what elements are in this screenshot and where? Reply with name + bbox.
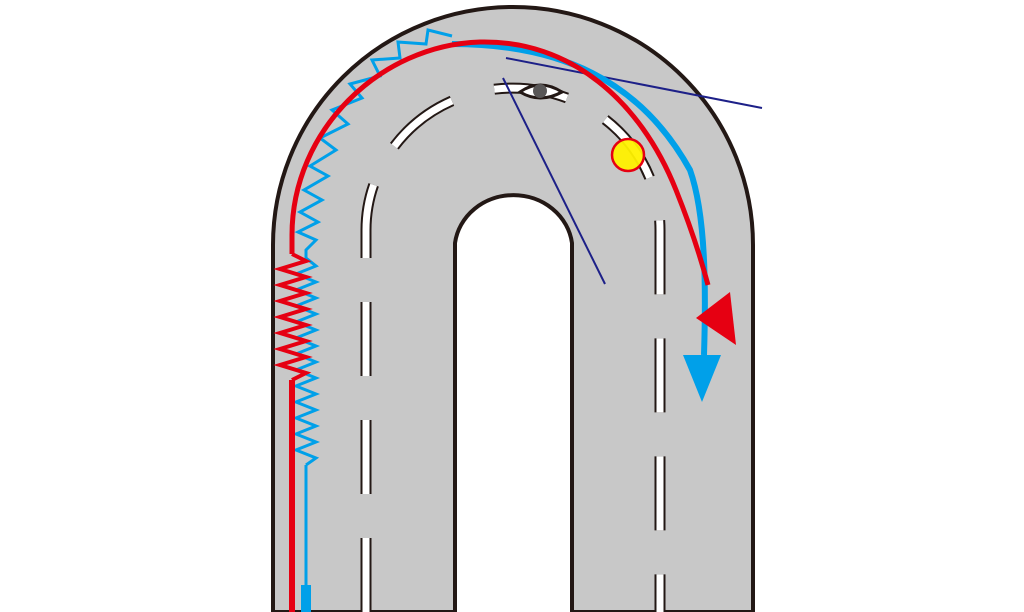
red-line-curve xyxy=(289,39,711,286)
sight-line-short xyxy=(502,77,606,285)
eye-iris xyxy=(533,84,547,98)
lane-center-line-fill xyxy=(362,84,664,612)
red-driving-line xyxy=(273,39,736,612)
lane-dashes xyxy=(362,84,664,612)
blue-arrowhead xyxy=(683,355,721,402)
red-arrowhead xyxy=(696,292,736,345)
sight-line-long xyxy=(505,57,763,109)
apex-marker xyxy=(610,137,646,173)
eye-icon xyxy=(517,83,565,100)
blue-line-curve xyxy=(451,41,708,356)
red-line-braking-zigzag xyxy=(273,252,313,382)
